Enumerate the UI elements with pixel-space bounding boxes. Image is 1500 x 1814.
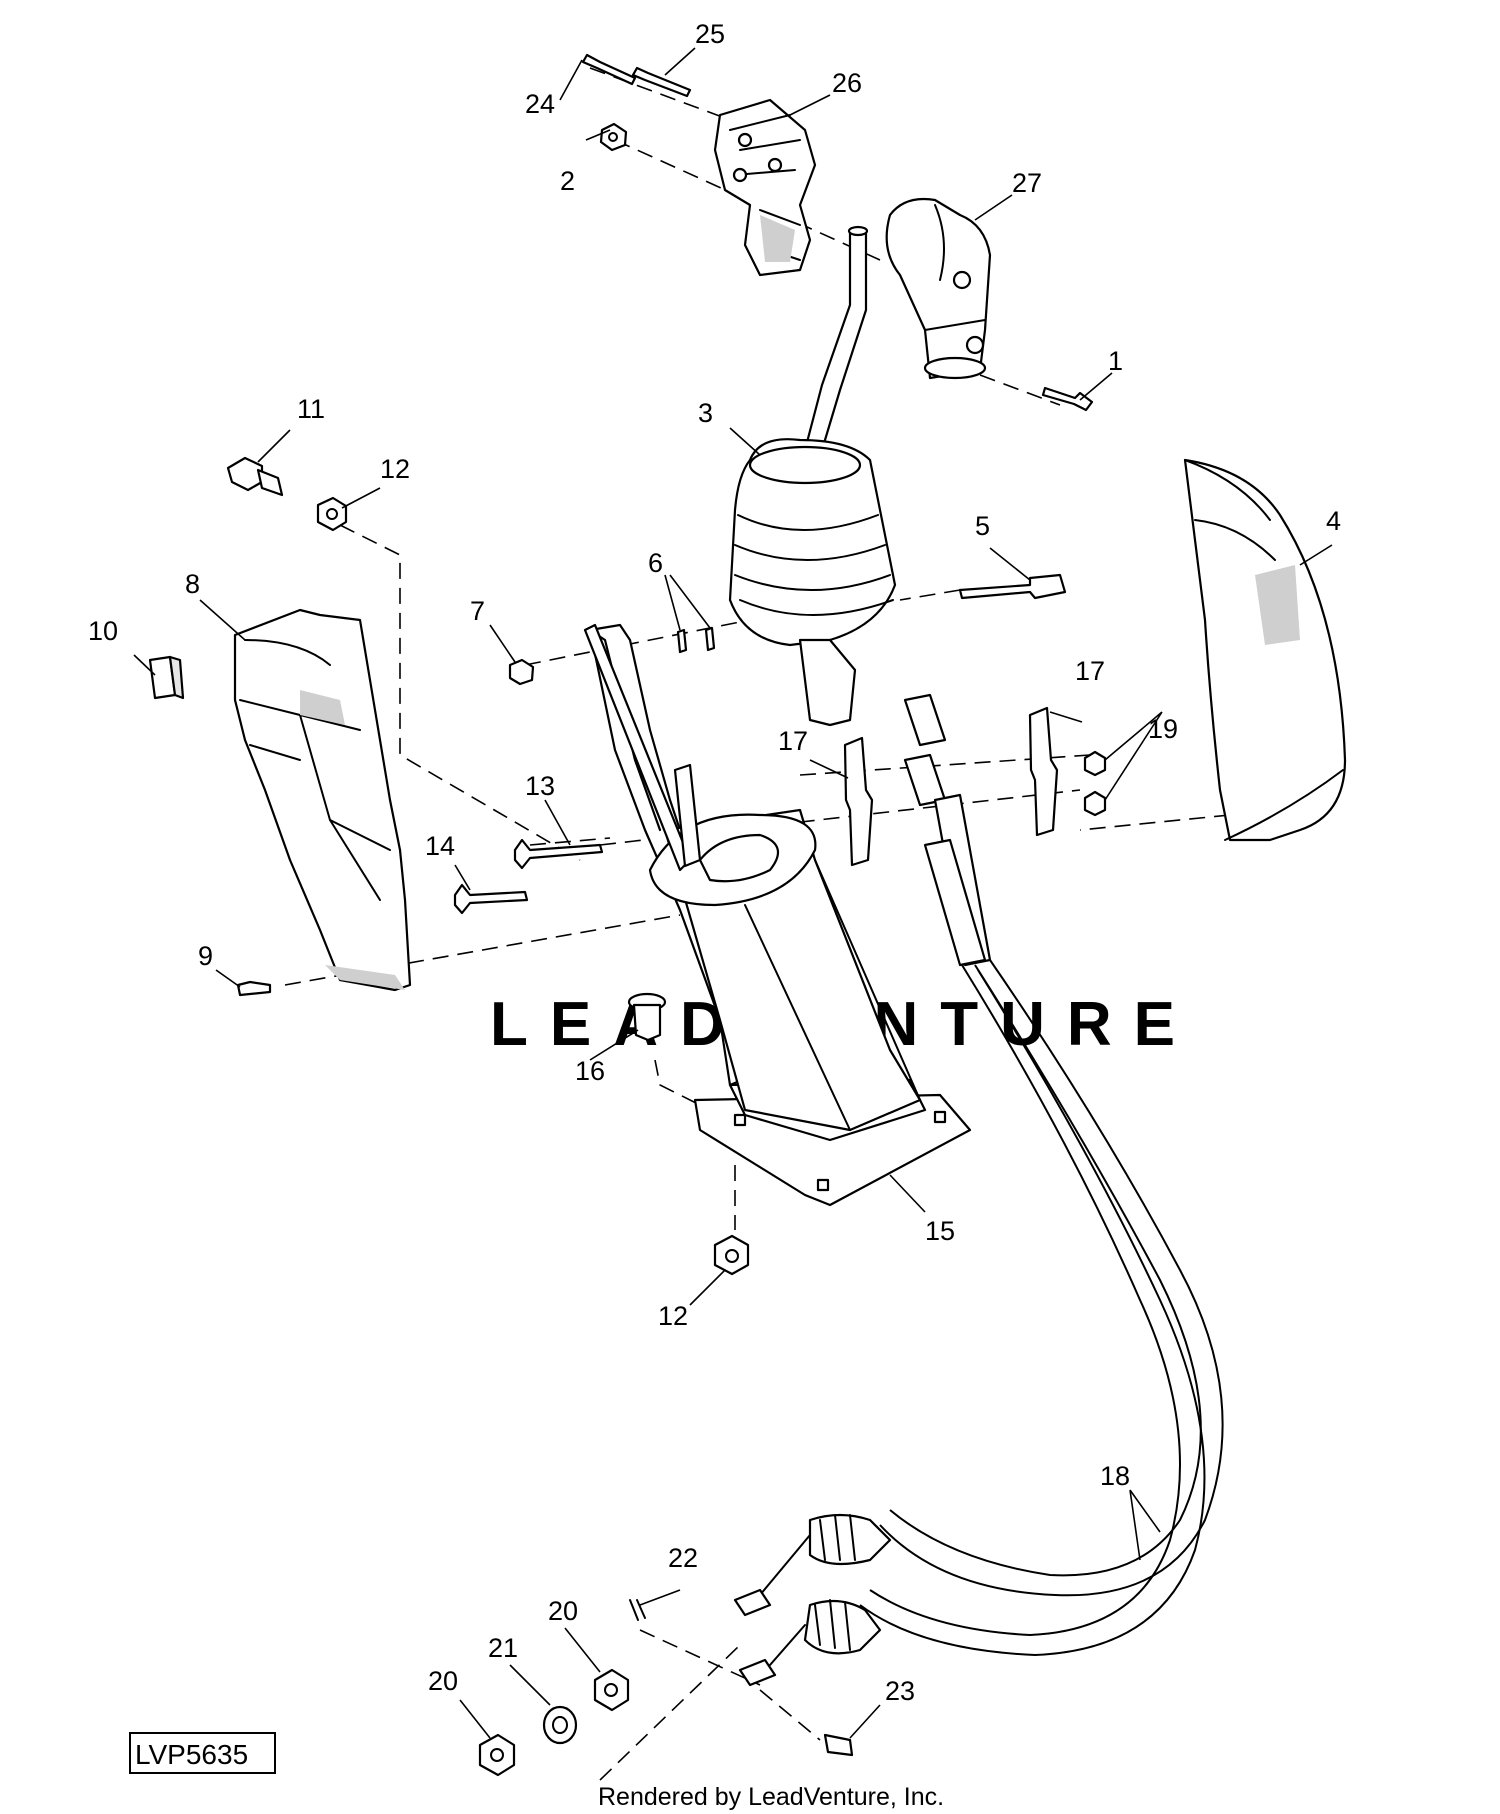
part-8-side-cover: [233, 608, 412, 992]
part-14-bolt: [453, 883, 529, 915]
part-26-switch-housing: [713, 98, 817, 277]
callout-5: 5: [975, 511, 990, 541]
part-17-bracket-left: [843, 736, 874, 867]
part-5-bolt: [958, 573, 1067, 600]
figure-id: LVP5635: [135, 1739, 248, 1770]
part-4-front-cover: [1183, 458, 1347, 842]
callout-12-upper: 12: [380, 454, 410, 484]
callout-3: 3: [698, 398, 713, 428]
part-15-pedestal: [583, 623, 972, 1207]
callout-19: 19: [1148, 714, 1178, 744]
figure-id-box: LVP5635: [129, 1732, 276, 1774]
callout-15: 15: [925, 1216, 955, 1246]
callout-12-lower: 12: [658, 1301, 688, 1331]
part-19-nuts: [1083, 750, 1107, 817]
part-12-flange-nut-lower: [713, 1234, 750, 1276]
callout-20-upper: 20: [548, 1596, 578, 1626]
callout-26: 26: [832, 68, 862, 98]
callout-23: 23: [885, 1676, 915, 1706]
render-credit: Rendered by LeadVenture, Inc.: [598, 1783, 944, 1811]
callout-13: 13: [525, 771, 555, 801]
part-24-screw: [581, 53, 637, 86]
part-17-bracket-right: [1028, 706, 1059, 837]
part-27-handle-knob: [885, 197, 992, 380]
callout-25: 25: [695, 19, 725, 49]
callout-9: 9: [198, 941, 213, 971]
part-23-pin: [823, 1733, 854, 1757]
part-11-flange-bolt: [226, 456, 284, 497]
part-22-cotter-pin: [629, 1599, 646, 1621]
callout-14: 14: [425, 831, 455, 861]
part-21-washer: [542, 1705, 578, 1745]
callout-27: 27: [1012, 168, 1042, 198]
part-12-flange-nut-upper: [316, 496, 348, 532]
callout-20-lower: 20: [428, 1666, 458, 1696]
leader-lines: [133, 47, 1333, 1739]
part-2-nut: [599, 122, 628, 152]
part-9-screw: [236, 980, 272, 997]
callout-18: 18: [1100, 1461, 1130, 1491]
callout-21: 21: [488, 1633, 518, 1663]
part-7-nut: [508, 658, 535, 686]
part-3-shift-lever: [728, 225, 897, 727]
callout-16: 16: [575, 1056, 605, 1086]
callout-24: 24: [525, 89, 555, 119]
callout-10: 10: [88, 616, 118, 646]
alignment-lines: [284, 67, 1231, 1781]
callout-6: 6: [648, 548, 663, 578]
part-20-nut-upper: [593, 1668, 630, 1712]
part-1-screw: [1041, 386, 1094, 412]
callout-7: 7: [470, 596, 485, 626]
callout-4: 4: [1326, 506, 1341, 536]
callout-11: 11: [297, 394, 325, 424]
callout-2: 2: [560, 166, 575, 196]
callout-labels: 1 2 3 4 5 6 7 8 9 10 11 12 12 13 14 15 1…: [88, 19, 1341, 1706]
part-10-clip: [148, 655, 185, 700]
part-6-pins: [676, 626, 716, 654]
part-20-nut-lower: [478, 1733, 516, 1777]
callout-8: 8: [185, 569, 200, 599]
part-16-pin: [627, 992, 667, 1042]
part-25-screw: [631, 66, 692, 98]
part-18-cables: [733, 693, 1224, 1687]
callout-17-right: 17: [1075, 656, 1105, 686]
callout-17-left: 17: [778, 726, 808, 756]
callout-1: 1: [1108, 346, 1123, 376]
part-13-bolt: [513, 838, 604, 870]
callout-22: 22: [668, 1543, 698, 1573]
